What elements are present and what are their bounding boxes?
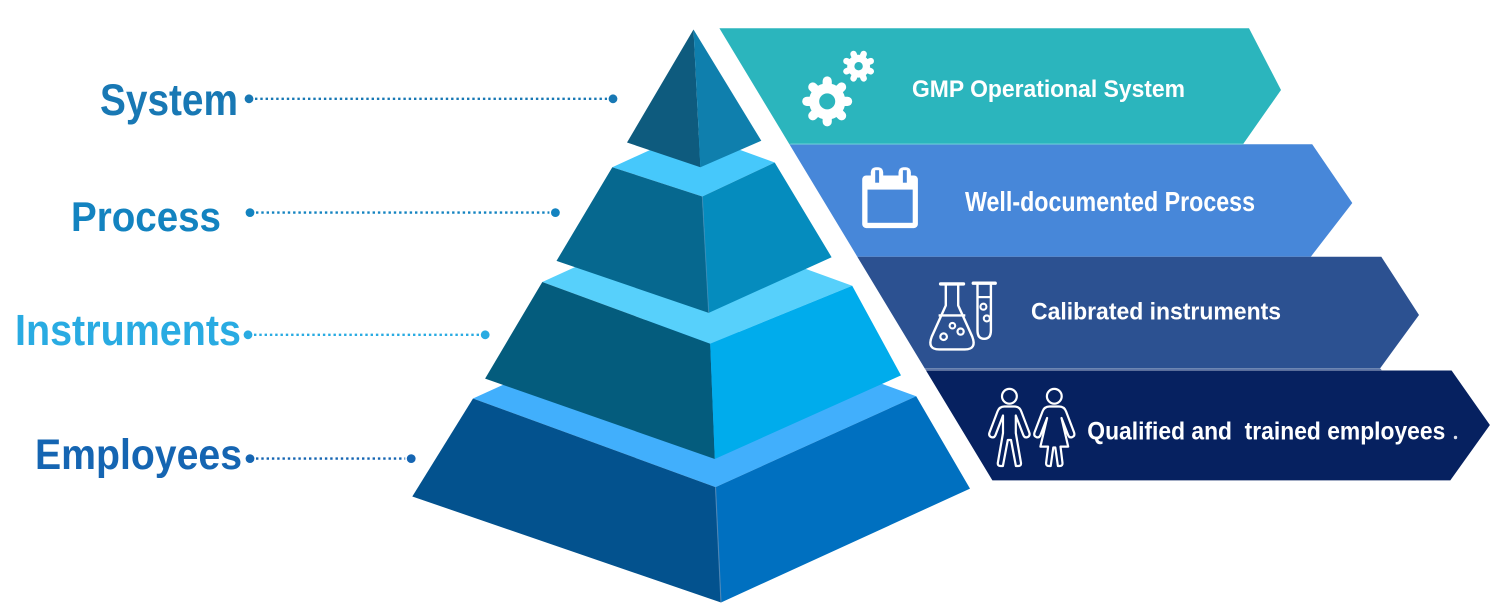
- svg-text:System: System: [100, 76, 238, 125]
- svg-text:GMP Operational System: GMP Operational System: [912, 76, 1185, 103]
- svg-text:Well-documented Process: Well-documented Process: [965, 186, 1255, 217]
- svg-text:Employees: Employees: [35, 432, 242, 479]
- svg-text:Calibrated instruments: Calibrated instruments: [1031, 298, 1281, 325]
- svg-text:Instruments: Instruments: [15, 307, 241, 355]
- svg-text:Process: Process: [71, 193, 221, 240]
- svg-text:Qualified and trained employe: Qualified and trained employees: [1087, 418, 1445, 446]
